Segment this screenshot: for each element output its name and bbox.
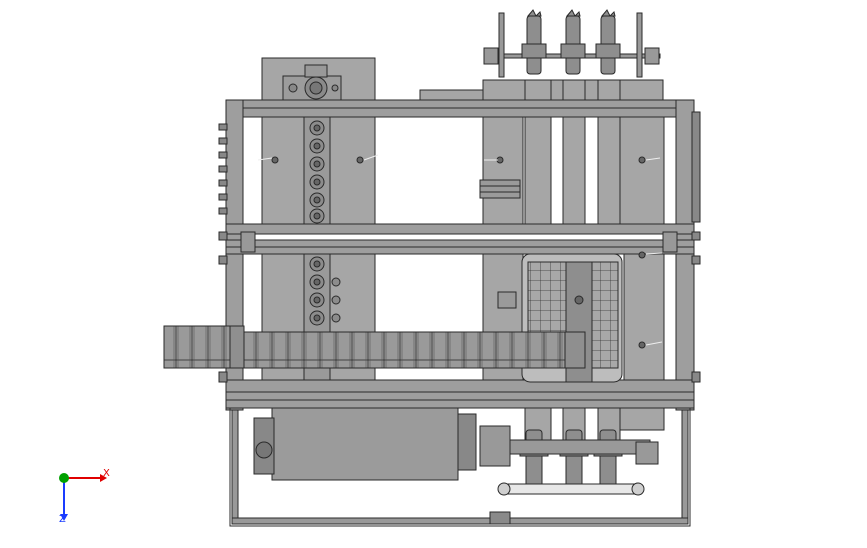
z-axis-label: Z — [59, 514, 66, 525]
inner-plate-right-upper — [619, 115, 665, 225]
left-brackets — [218, 123, 228, 383]
lower-comb — [524, 407, 665, 441]
top-sprocket-2 — [560, 9, 586, 75]
y-axis-point — [59, 473, 69, 483]
drag-chain — [163, 325, 586, 369]
inner-plate-right-lower — [623, 253, 665, 381]
center-blocks — [479, 179, 521, 309]
top-sprockets — [483, 9, 661, 78]
inner-plate-center-upper — [482, 115, 524, 225]
lower-frame — [229, 407, 691, 527]
right-brackets — [691, 111, 701, 383]
top-sprocket-1 — [521, 9, 547, 75]
roller-bar — [497, 482, 645, 496]
x-axis-label: X — [103, 468, 110, 479]
gear-motor — [253, 407, 477, 481]
bottom-sprockets — [479, 425, 659, 491]
x-axis-arrowhead — [100, 474, 107, 482]
top-sprocket-3 — [595, 9, 621, 75]
z-axis-arrowhead — [60, 514, 68, 521]
bolts — [257, 154, 663, 349]
coordinate-triad — [59, 473, 107, 521]
